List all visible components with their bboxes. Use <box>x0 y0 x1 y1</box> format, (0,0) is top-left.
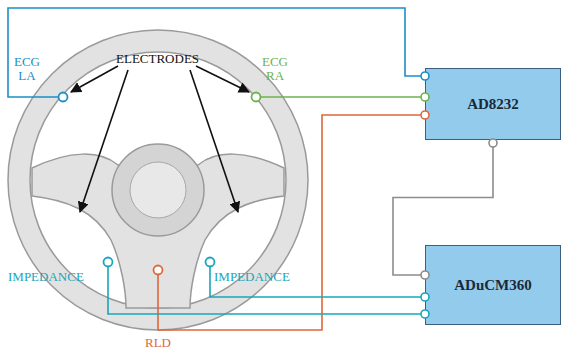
pin <box>489 139 497 147</box>
electrode-label: ECG LA <box>14 55 40 82</box>
electrode-label: ECG RA <box>262 55 288 82</box>
callout-label: ELECTRODES <box>116 52 199 66</box>
chip-box: AD8232 <box>425 68 561 140</box>
chip-name: ADuCM360 <box>454 277 532 294</box>
electrode-arrows <box>71 66 249 212</box>
signal-label: RLD <box>145 336 171 350</box>
electrode-label: IMPEDANCE <box>8 270 84 284</box>
electrode-label: IMPEDANCE <box>214 270 290 284</box>
chip-box: ADuCM360 <box>425 245 561 325</box>
pin <box>421 271 429 279</box>
wires <box>8 8 421 330</box>
chip-name: AD8232 <box>467 96 519 113</box>
